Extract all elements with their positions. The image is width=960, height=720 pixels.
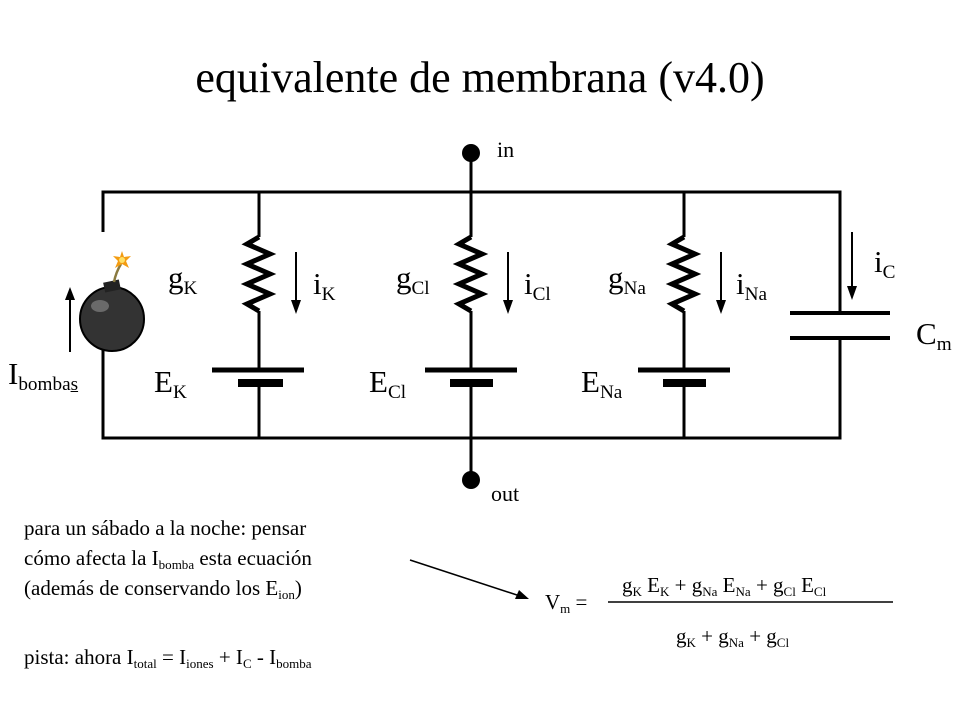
note-line-3: (además de conservando los Eion) — [24, 576, 302, 603]
label-icl: iCl — [524, 266, 551, 306]
note-hint: pista: ahora Itotal = Iiones + IC - Ibom… — [24, 645, 312, 672]
equation-denominator: gK + gNa + gCl — [676, 624, 790, 651]
terminal-out-dot — [462, 471, 480, 489]
bomb-icon — [79, 251, 145, 352]
arrow-ibomba — [65, 287, 75, 300]
label-ena: ENa — [581, 364, 623, 404]
label-ecl: ECl — [369, 364, 407, 404]
label-ik: iK — [313, 266, 336, 306]
arrow-ina — [716, 300, 726, 314]
label-out: out — [491, 481, 520, 506]
label-ek: EK — [154, 364, 187, 404]
resistor-na — [665, 234, 702, 314]
equation-lhs: Vm = — [545, 590, 588, 617]
arrow-ic — [847, 286, 857, 300]
note-line-1: para un sábado a la noche: pensar — [24, 516, 307, 540]
label-ina: iNa — [736, 266, 768, 306]
label-cm: Cm — [916, 316, 952, 356]
label-in: in — [497, 137, 515, 162]
label-gcl: gCl — [396, 260, 430, 300]
note-arrow — [409, 559, 521, 597]
label-gna: gNa — [608, 260, 646, 300]
note-line-2: cómo afecta la Ibomba esta ecuación — [24, 546, 312, 573]
arrow-icl — [503, 300, 513, 314]
label-gk: gK — [168, 260, 198, 300]
arrow-ik — [291, 300, 301, 314]
equation-numerator: gK EK + gNa ENa + gCl ECl — [622, 573, 827, 600]
resistor-cl — [452, 234, 489, 314]
terminal-in-dot — [462, 144, 480, 162]
arrow-note-head — [515, 590, 529, 599]
slide-title: equivalente de membrana (v4.0) — [195, 53, 765, 102]
label-ibombas: Ibombas — [8, 356, 79, 396]
label-ic: iC — [874, 244, 896, 284]
resistor-k — [240, 234, 277, 314]
